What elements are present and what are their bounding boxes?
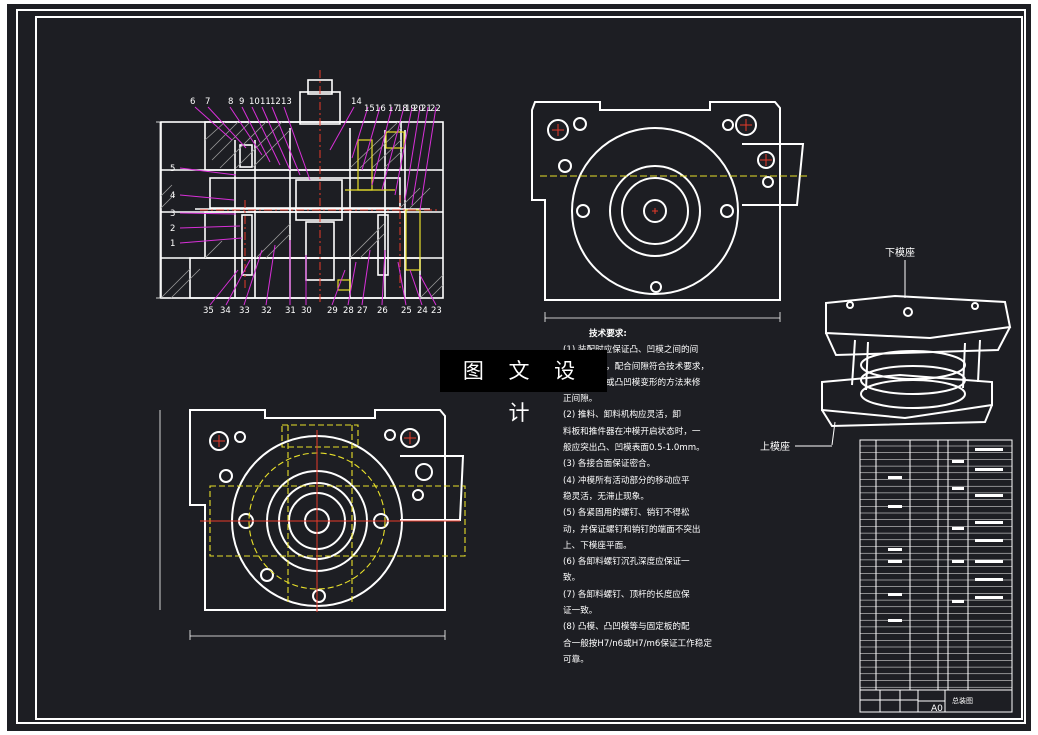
notes-line: (7) 各卸料螺钉、顶杆的长度应保 [563,589,690,600]
part-number-bottom: 29 [327,306,338,316]
notes-line: 正间隙。 [563,394,598,405]
part-number-top: 15 [364,104,375,114]
lower-plan-dimension [159,410,446,640]
parts-list-ticks [888,448,1003,622]
section-hatching [160,121,444,299]
inner-frame [35,16,1023,720]
notes-line: 动，并保证螺钉和销钉的端面不突出 [563,524,701,535]
section-dimension [156,121,166,299]
outer-frame [16,9,1026,724]
part-number-bottom: 31 [285,306,296,316]
part-number-top: 9 [239,97,244,107]
part-number-bottom: 23 [431,306,442,316]
part-number-top: 22 [430,104,441,114]
notes-line: 隙均匀一致，配合间隙符合技术要求， [563,361,710,372]
notes-title: 技术要求: [589,329,627,339]
upper-die-base-label: 上模座 [760,440,790,453]
part-number-top: 14 [351,97,362,107]
notes-line: (2) 推料、卸料机构应灵活，卸 [563,410,682,421]
notes-line: 致。 [563,573,581,584]
watermark-label: 图 文 设 计 [440,350,607,425]
notes-line: (5) 各紧固用的螺钉、销钉不得松 [563,508,690,519]
technical-requirements: 技术要求: (1) 装配时应保证凸、凹模之间的间 隙均匀一致，配合间隙符合技术要… [563,326,713,668]
upper-plan-dimension [544,312,781,322]
part-number-top: 20 [413,104,424,114]
notes-line: (6) 各卸料螺钉沉孔深度应保证一 [563,557,690,568]
isometric-view [821,294,1012,428]
drawing-name-label: 总装图 [952,696,973,705]
notes-line: 般应突出凸、凹模表面0.5-1.0mm。 [563,443,705,454]
iso-leaders [795,260,906,447]
section-view [160,79,444,299]
lower-die-base-label: 下模座 [885,246,915,259]
section-labels: 6 7 8 9 10 11 12 13 14 15 16 17 18 19 20… [170,97,442,316]
part-number-left: 3 [170,209,175,219]
part-number-top: 17 [388,104,399,114]
lower-plan-view [189,409,465,611]
part-number-top: 7 [205,97,210,107]
part-number-bottom: 26 [377,306,388,316]
notes-line: 料板和推件器在冲模开启状态时，一 [563,426,701,437]
drawing-sheet: 6 7 8 9 10 11 12 13 14 15 16 17 18 19 20… [7,4,1031,731]
part-number-bottom: 30 [301,306,312,316]
part-number-top: 13 [281,97,292,107]
part-number-top: 18 [397,104,408,114]
cad-drawing: 6 7 8 9 10 11 12 13 14 15 16 17 18 19 20… [16,9,1026,724]
sheet-size-label: A0 [931,704,943,714]
part-number-top: 11 [260,97,271,107]
part-number-left: 5 [170,164,175,174]
part-number-bottom: 35 [203,306,214,316]
lower-plan-red [200,430,460,612]
parts-list-table [859,439,1013,713]
leader-lines [179,106,437,306]
notes-line: 证一致。 [563,606,598,617]
upper-plan-red [552,119,772,214]
part-number-bottom: 24 [417,306,428,316]
notes-line: (4) 冲模所有活动部分的移动应平 [563,475,690,486]
part-number-left: 1 [170,239,175,249]
part-number-bottom: 25 [401,306,412,316]
notes-line: (3) 各接合面保证密合。 [563,459,656,470]
part-number-top: 21 [421,104,432,114]
part-number-left: 2 [170,224,175,234]
notes-line: 合一般按H7/n6或H7/m6保证工作稳定 [563,638,712,649]
part-number-bottom: 27 [357,306,368,316]
part-number-top: 12 [270,97,281,107]
part-number-bottom: 32 [261,306,272,316]
notes-line: 上、下模座平面。 [563,540,632,551]
part-number-top: 19 [405,104,416,114]
notes-line: (8) 凸模、凸凹模等与固定板的配 [563,622,690,633]
notes-line: 稳灵活，无滞止现象。 [563,491,649,502]
part-number-left: 4 [170,191,175,201]
part-number-bottom: 28 [343,306,354,316]
part-number-bottom: 33 [239,306,250,316]
section-yellow-lines [337,131,421,291]
parts-list-rows [860,445,1012,688]
notes-line: (1) 装配时应保证凸、凹模之间的间 [563,345,699,356]
upper-plan-view [531,101,805,301]
part-number-top: 8 [228,97,233,107]
part-number-top: 10 [249,97,260,107]
part-number-bottom: 34 [220,306,231,316]
notes-line: 可采用镀铜或凸凹模变形的方法来修 [563,377,701,388]
part-number-top: 16 [375,104,386,114]
section-red-centerlines [200,70,440,305]
part-number-top: 6 [190,97,195,107]
notes-line: 可靠。 [563,654,589,665]
